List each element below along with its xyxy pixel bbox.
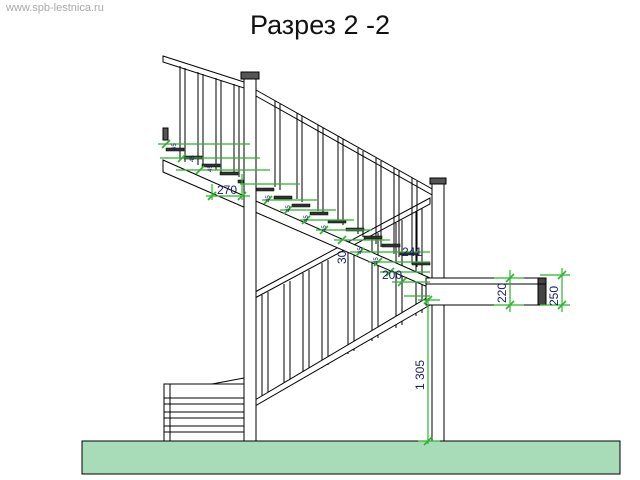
upper-flight-railing [162,55,435,267]
newel-posts [240,71,447,442]
riser-label: 45 [172,143,178,150]
floor-slab [81,440,621,475]
bottom-steps [163,377,245,442]
dim-landing-offset: 241 [402,245,422,259]
dim-landing-height: 1 305 [413,360,427,390]
watermark-url: www.spb-lestnica.ru [6,2,104,14]
riser-label: 45 [266,195,272,202]
riser-label: 45 [208,165,214,172]
dim-slab-offset: 200 [382,268,402,282]
dim-slab-thickness: 220 [495,283,509,303]
dim-slab-edge: 250 [547,286,561,306]
dimension-lines [158,143,570,444]
dim-tread-depth: 270 [217,183,237,197]
riser-label: 45 [286,205,292,212]
riser-label: 45 [358,247,364,254]
upper-end-post [162,127,169,141]
riser-label: 45 [304,215,310,222]
riser-label: 45 [374,257,380,264]
riser-label: 45 [190,155,196,162]
dimension-labels: 270 30 241 200 220 250 1 305 [217,183,561,390]
riser-label: 45 [322,225,328,232]
upper-floor-slab [425,277,547,306]
dim-step-rise: 30 [335,250,349,264]
lower-flight-railing [254,197,431,400]
lower-flight-stringer [254,295,431,407]
riser-labels: 45 45 45 45 45 45 45 45 45 [172,143,380,264]
dimension-ticks [161,139,567,446]
drawing-title: Разрез 2 -2 [249,10,391,40]
